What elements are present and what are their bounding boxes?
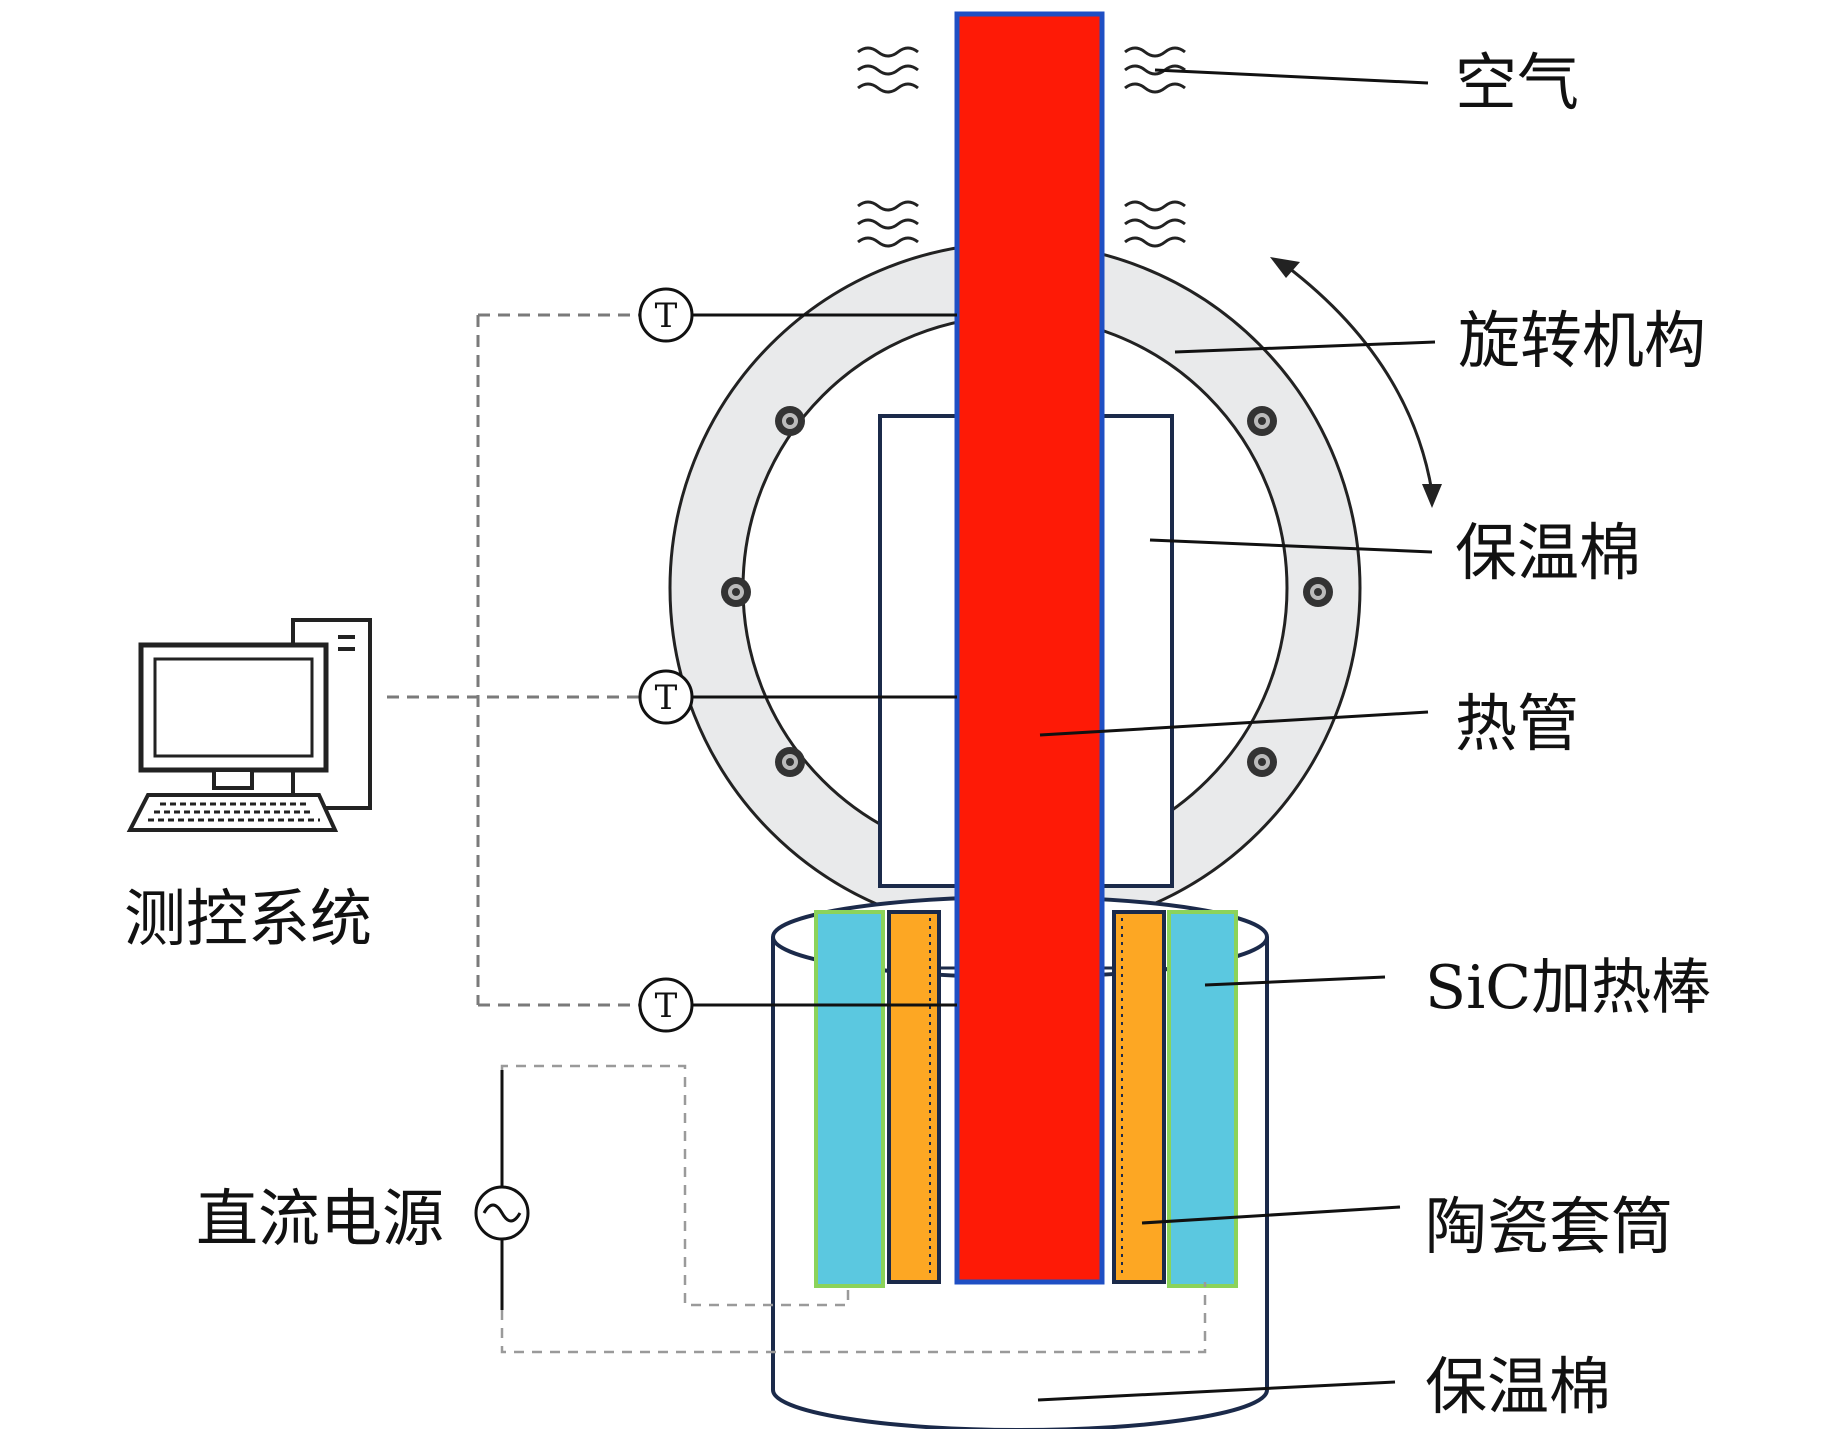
ceramic-sleeve-left <box>887 910 941 1284</box>
thermocouple-middle: T <box>638 669 694 725</box>
label-control-system: 测控系统 <box>124 882 372 955</box>
thermocouple-bottom: T <box>638 977 694 1033</box>
thermocouple-label: T <box>655 986 678 1026</box>
label-insulation-lower: 保温棉 <box>1425 1350 1611 1423</box>
leader-lines <box>1037 68 1436 1402</box>
bolt-icon <box>721 577 751 607</box>
power-wiring <box>500 1064 1207 1354</box>
label-heat-pipe: 热管 <box>1455 687 1579 760</box>
thermocouple-label: T <box>655 678 678 718</box>
air-wave-icon <box>857 200 919 248</box>
label-sic-heater: SiC加热棒 <box>1425 953 1711 1023</box>
air-wave-icon <box>1124 200 1186 248</box>
ring-bolts <box>721 406 1333 777</box>
label-insulation-upper: 保温棉 <box>1455 516 1641 589</box>
sic-heater-left <box>814 910 885 1288</box>
air-wave-icon <box>1124 46 1186 94</box>
thermocouple-top: T <box>638 287 694 343</box>
measurement-wiring <box>387 313 957 1007</box>
air-wave-icon <box>857 46 919 94</box>
bolt-icon <box>775 406 805 436</box>
ac-source-icon <box>474 1185 530 1241</box>
heat-pipe <box>954 11 1105 1285</box>
label-air: 空气 <box>1455 46 1579 119</box>
bolt-icon <box>1303 577 1333 607</box>
bolt-icon <box>1247 406 1277 436</box>
bolt-icon <box>1247 747 1277 777</box>
label-ceramic-sleeve: 陶瓷套筒 <box>1425 1190 1673 1263</box>
ceramic-sleeve-right <box>1112 910 1166 1284</box>
thermocouple-label: T <box>655 296 678 336</box>
label-dc-power: 直流电源 <box>196 1182 444 1255</box>
label-rotation-mechanism: 旋转机构 <box>1458 304 1706 377</box>
sic-heater-right <box>1167 910 1238 1288</box>
computer-icon <box>126 618 372 832</box>
bolt-icon <box>775 747 805 777</box>
curved-double-arrow-icon <box>1270 257 1442 508</box>
